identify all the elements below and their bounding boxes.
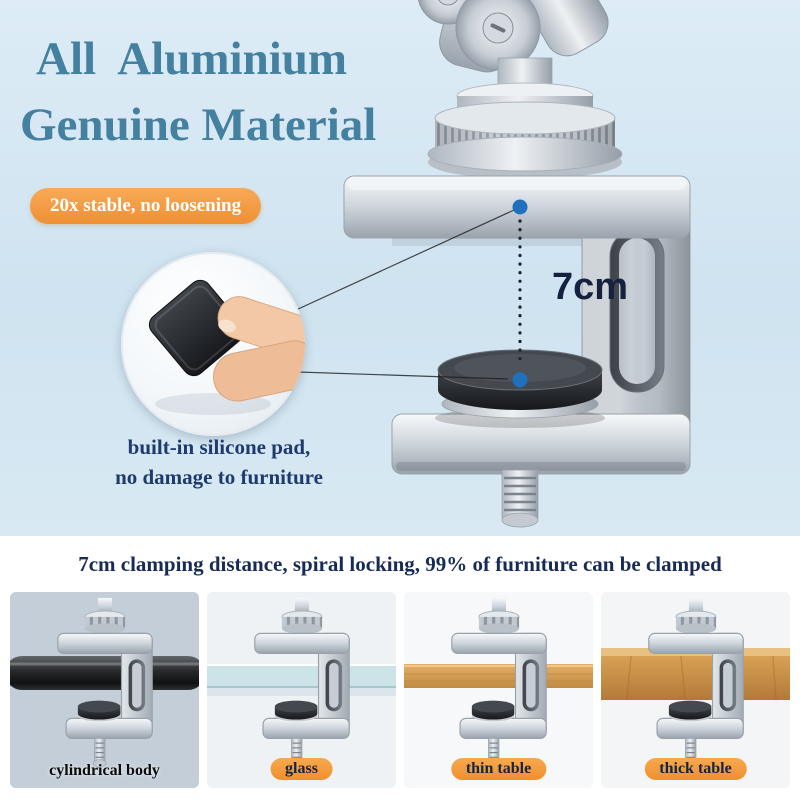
fingers	[213, 296, 305, 402]
pad-note-line2: no damage to furniture	[115, 465, 323, 490]
tile-label-glass: glass	[270, 758, 333, 780]
tile-glass: glass	[207, 592, 396, 788]
use-case-tiles: cylindrical body glass thin ta	[0, 592, 800, 792]
silicone-pad	[435, 349, 605, 428]
clamp-on-pipe-photo	[10, 592, 199, 788]
measurement-label: 7cm	[552, 266, 629, 308]
pad-note: built-in silicone pad, no damage to furn…	[38, 432, 400, 493]
hero-section: All Aluminium Genuine Material 20x stabl…	[0, 0, 800, 536]
stability-badge: 20x stable, no loosening	[30, 188, 262, 224]
tile-label-thin-table: thin table	[450, 758, 547, 780]
knurled-knob	[427, 57, 623, 179]
silicone-pad-piece	[148, 279, 246, 377]
thick-tabletop-edge	[601, 656, 790, 700]
clamp-screw	[501, 469, 539, 528]
pad-note-line1: built-in silicone pad,	[127, 435, 311, 459]
clamp-arm	[418, 0, 609, 73]
tile-thick-table: thick table	[601, 592, 790, 788]
tile-cylindrical-body: cylindrical body	[10, 592, 199, 788]
headline-line1: All Aluminium	[36, 33, 348, 85]
headline-line2: Genuine Material	[20, 99, 377, 151]
silicone-pad-inset	[121, 252, 305, 436]
pipe	[10, 656, 199, 690]
glass-slab	[207, 664, 396, 688]
fingers-pad-illustration	[148, 279, 305, 415]
clamp-on-thick-table-photo	[601, 592, 790, 788]
clamp-on-glass-photo	[207, 592, 396, 788]
tile-label-thick-table: thick table	[644, 758, 747, 780]
thin-tabletop	[404, 664, 593, 688]
tile-thin-table: thin table	[404, 592, 593, 788]
tagline: 7cm clamping distance, spiral locking, 9…	[0, 536, 800, 592]
c-bracket	[343, 175, 691, 475]
clamp-on-thin-table-photo	[404, 592, 593, 788]
tile-label-cylindrical-body: cylindrical body	[49, 762, 160, 779]
